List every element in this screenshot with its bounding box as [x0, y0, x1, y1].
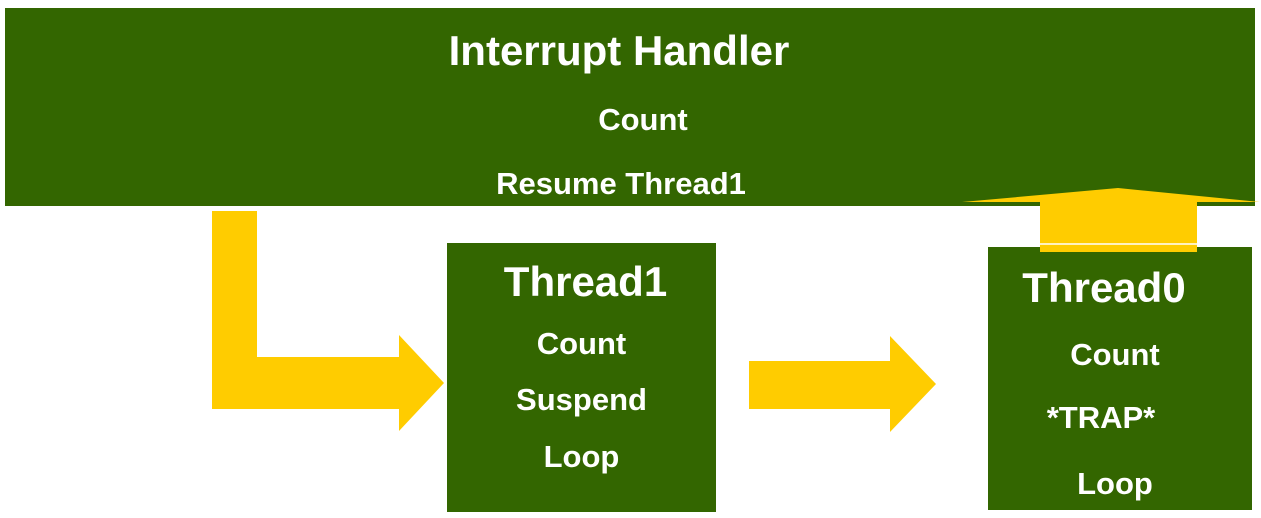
thread0-line-count: Count [1070, 337, 1160, 372]
thread1-title: Thread1 [503, 258, 668, 305]
thread0-title: Thread0 [1022, 264, 1186, 311]
elbow-arrow-handler-to-thread1 [212, 211, 444, 431]
thread0-line-trap: *TRAP* [1046, 400, 1156, 435]
thread1-line-suspend: Suspend [516, 382, 647, 417]
interrupt-handler-line-count: Count [598, 102, 688, 137]
thread0-line-loop: Loop [1077, 466, 1153, 501]
interrupt-handler-box: Interrupt Handler Count Resume Thread1 [5, 8, 1255, 206]
thread1-line-loop: Loop [543, 439, 620, 474]
right-arrow-thread1-to-thread0 [749, 336, 936, 432]
up-arrow-thread0-to-handler [962, 188, 1260, 252]
thread1-line-count: Count [536, 326, 627, 361]
interrupt-handler-title: Interrupt Handler [448, 27, 790, 74]
interrupt-handler-line-resume: Resume Thread1 [496, 166, 746, 201]
thread0-box: Thread0 Count *TRAP* Loop [988, 247, 1252, 510]
thread1-box: Thread1 Count Suspend Loop [447, 243, 716, 512]
